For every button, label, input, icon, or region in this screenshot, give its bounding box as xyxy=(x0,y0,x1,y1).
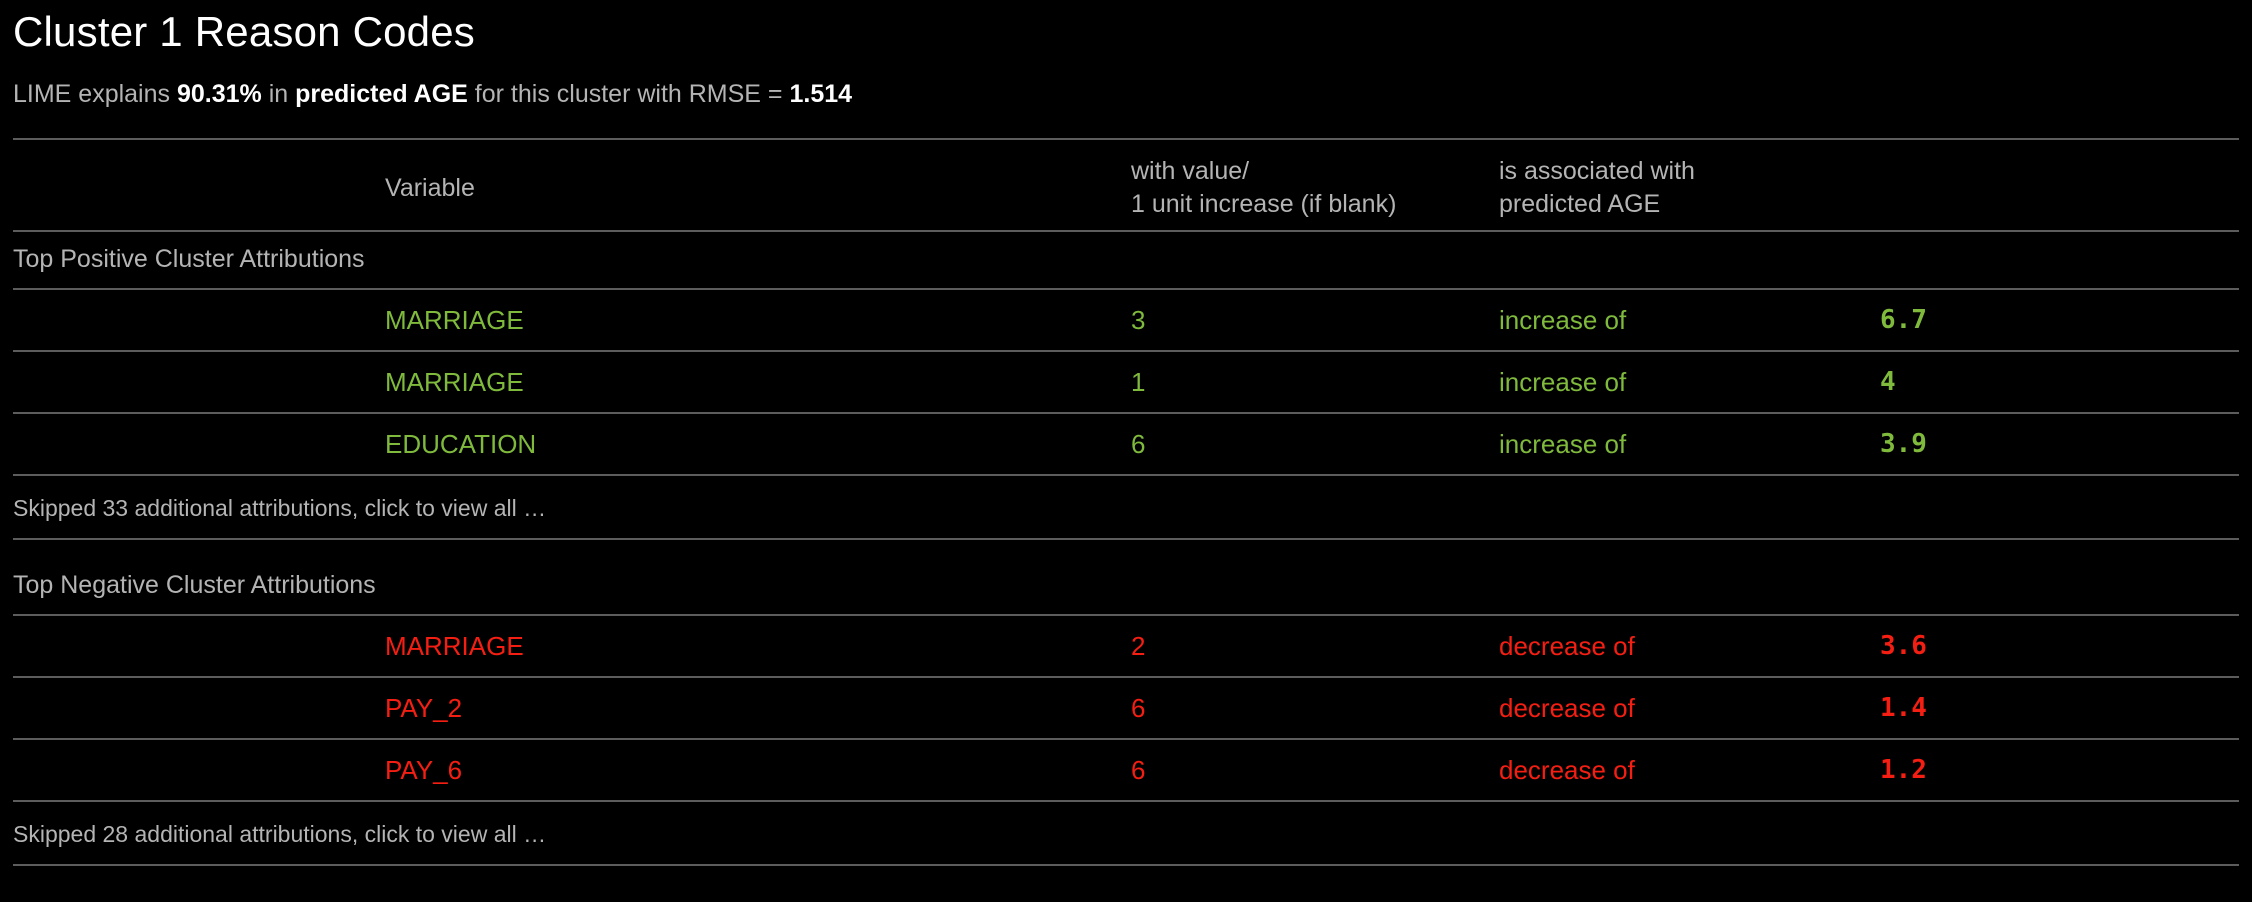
skipped-attributions-link-negative[interactable]: Skipped 28 additional attributions, clic… xyxy=(13,820,547,847)
reason-codes-table: Variable with value/ 1 unit increase (if… xyxy=(13,138,2239,866)
cell-association: decrease of xyxy=(1499,692,1635,723)
section-title-negative: Top Negative Cluster Attributions xyxy=(13,570,376,599)
header-variable: Variable xyxy=(385,173,475,202)
cell-value: 6 xyxy=(1131,692,1146,723)
cell-association: increase of xyxy=(1499,366,1627,397)
cell-value: 3 xyxy=(1131,304,1146,335)
table-row[interactable]: PAY_2 6 decrease of 1.4 xyxy=(13,677,2239,740)
cell-value: 6 xyxy=(1131,428,1146,459)
section-title-positive: Top Positive Cluster Attributions xyxy=(13,244,365,273)
cell-amount: 6.7 xyxy=(1880,304,1927,335)
cell-amount: 1.2 xyxy=(1880,754,1927,785)
cell-value: 6 xyxy=(1131,754,1146,785)
table-row[interactable]: MARRIAGE 1 increase of 4 xyxy=(13,351,2239,414)
row-indent xyxy=(13,739,385,801)
page-title: Cluster 1 Reason Codes xyxy=(13,8,475,55)
cell-association: decrease of xyxy=(1499,754,1635,785)
table-header-row: Variable with value/ 1 unit increase (if… xyxy=(13,139,2239,232)
table-row[interactable]: PAY_6 6 decrease of 1.2 xyxy=(13,739,2239,802)
summary-pre-text: LIME explains xyxy=(13,80,177,109)
cell-amount: 4 xyxy=(1880,366,1896,397)
header-with-value: with value/ 1 unit increase (if blank) xyxy=(1131,156,1397,219)
cell-variable: PAY_2 xyxy=(385,692,463,723)
section-header-positive: Top Positive Cluster Attributions xyxy=(13,231,2239,289)
skipped-attributions-row-negative[interactable]: Skipped 28 additional attributions, clic… xyxy=(13,801,2239,866)
summary-mid-text-1: in xyxy=(261,80,296,109)
row-indent xyxy=(13,677,385,739)
table-row[interactable]: EDUCATION 6 increase of 3.9 xyxy=(13,413,2239,476)
cell-amount: 3.9 xyxy=(1880,428,1927,459)
cell-variable: MARRIAGE xyxy=(385,304,524,335)
row-indent xyxy=(13,289,385,351)
summary-target-variable: predicted AGE xyxy=(295,80,468,109)
skipped-attributions-link-positive[interactable]: Skipped 33 additional attributions, clic… xyxy=(13,494,547,521)
table-row[interactable]: MARRIAGE 2 decrease of 3.6 xyxy=(13,615,2239,678)
spacer-cell xyxy=(13,539,2239,558)
cell-amount: 1.4 xyxy=(1880,692,1927,723)
cell-association: decrease of xyxy=(1499,630,1635,661)
cell-value: 2 xyxy=(1131,630,1146,661)
summary-mid-text-2: for this cluster with RMSE = xyxy=(467,80,790,109)
cell-amount: 3.6 xyxy=(1880,630,1927,661)
cell-variable: MARRIAGE xyxy=(385,630,524,661)
header-indent xyxy=(13,139,385,231)
cell-variable: MARRIAGE xyxy=(385,366,524,397)
section-header-negative: Top Negative Cluster Attributions xyxy=(13,558,2239,615)
explanation-summary: LIME explains 90.31% in predicted AGE fo… xyxy=(13,55,2239,110)
summary-rmse-value: 1.514 xyxy=(789,80,853,109)
cell-association: increase of xyxy=(1499,428,1627,459)
cell-value: 1 xyxy=(1131,366,1146,397)
cell-association: increase of xyxy=(1499,304,1627,335)
table-body: Top Positive Cluster Attributions MARRIA… xyxy=(13,231,2239,866)
table-row[interactable]: MARRIAGE 3 increase of 6.7 xyxy=(13,289,2239,352)
row-indent xyxy=(13,413,385,475)
cell-variable: EDUCATION xyxy=(385,428,537,459)
header-amount xyxy=(1877,139,2239,231)
table-head: Variable with value/ 1 unit increase (if… xyxy=(13,139,2239,232)
section-spacer xyxy=(13,539,2239,558)
summary-explained-percent: 90.31% xyxy=(176,80,262,109)
header-association: is associated with predicted AGE xyxy=(1499,156,1695,219)
skipped-attributions-row-positive[interactable]: Skipped 33 additional attributions, clic… xyxy=(13,475,2239,540)
row-indent xyxy=(13,615,385,677)
cell-variable: PAY_6 xyxy=(385,754,463,785)
row-indent xyxy=(13,351,385,413)
